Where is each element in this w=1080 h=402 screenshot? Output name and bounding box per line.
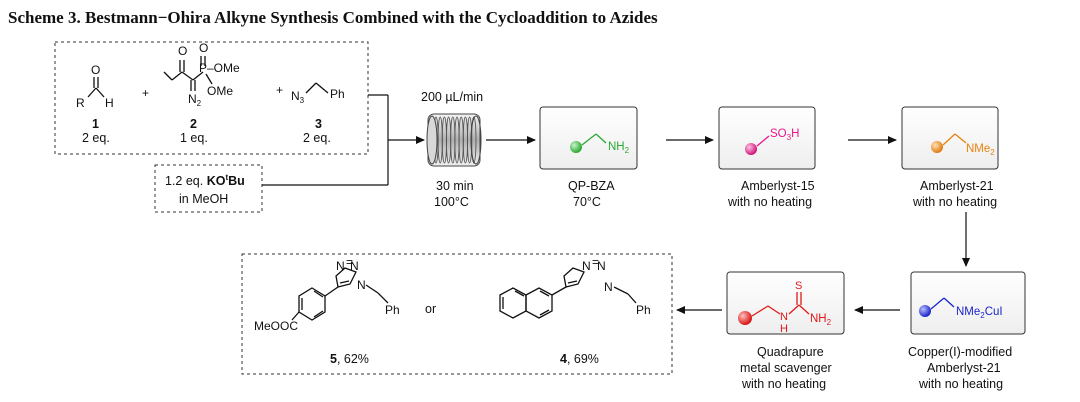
atom-N: N [336, 259, 345, 273]
atom-O: O [91, 63, 100, 77]
plus-sign: + [276, 83, 283, 97]
flow-rate: 200 µL/min [421, 90, 483, 104]
cartridge-condition: with no heating [918, 377, 1003, 391]
atom-H: H [780, 323, 788, 335]
atom-N: N [357, 278, 366, 292]
cartridge-condition: with no heating [741, 377, 826, 391]
compound-number-4: 4, 69% [560, 352, 599, 366]
cartridge-amberlyst-21: NMe2 Amberlyst-21 with no heating [901, 106, 999, 209]
amine-group: NH2 [608, 141, 630, 155]
reactants-box [54, 41, 369, 155]
reactor-time: 30 min [436, 179, 474, 193]
products-box [241, 253, 673, 375]
base-solvent: in MeOH [179, 192, 228, 206]
reactant-aldehyde: O R H 1 2 eq. [76, 63, 114, 145]
atom-N: N [582, 259, 591, 273]
base-box [154, 164, 263, 213]
atom-OMe: OMe [207, 84, 233, 98]
thiourea-amine: NH2 [810, 313, 832, 327]
base-reagent: 1.2 eq. KOtBu [165, 173, 245, 188]
cartridge-condition: with no heating [727, 195, 812, 209]
diazo-group: N2 [188, 92, 202, 108]
atom-R: R [76, 96, 85, 110]
atom-Ph: Ph [636, 303, 651, 317]
compound-number-3: 3 [315, 117, 322, 131]
azide-group: N3 [291, 89, 305, 105]
equiv-1: 2 eq. [82, 131, 110, 145]
resin-bead [931, 141, 943, 153]
atom-N: N [597, 259, 606, 273]
cartridge-condition: 70°C [573, 195, 601, 209]
plus-sign: + [142, 86, 149, 100]
scheme-title: Scheme 3. Bestmann−Ohira Alkyne Synthesi… [8, 8, 658, 27]
compound-number-1: 1 [92, 117, 99, 131]
equiv-2: 1 eq. [180, 131, 208, 145]
double-bond: = [592, 255, 599, 269]
reactor-temp: 100°C [434, 195, 469, 209]
cartridge-name-line2: Amberlyst-21 [927, 361, 1001, 375]
cartridge-name: QP-BZA [568, 179, 615, 193]
cartridge-qp-bza: NH2 QP-BZA 70°C [539, 106, 638, 209]
reactant-benzyl-azide: N3 Ph 3 2 eq. [291, 82, 345, 145]
ester-group: MeOOC [254, 319, 298, 333]
atom-O: O [178, 44, 187, 58]
atom-Ph: Ph [385, 303, 400, 317]
atom-N: N [780, 311, 788, 323]
atom-N: N [350, 259, 359, 273]
copper-amine-group: NMe2CuI [956, 306, 1003, 320]
double-bond: = [346, 255, 353, 269]
coil-winding [471, 116, 477, 164]
sulfonic-acid-group: SO3H [770, 128, 799, 142]
atom-OMe: –OMe [207, 61, 240, 75]
atom-O: O [199, 41, 208, 55]
cartridge-name: Amberlyst-15 [741, 179, 815, 193]
or-label: or [425, 302, 436, 316]
cartridge-quadrapure: S N H NH2 Quadrapure metal scavenger wit… [726, 271, 845, 391]
product-4: N N = N Ph 4, 69% [499, 255, 651, 366]
cartridge-name: Copper(I)-modified [908, 345, 1012, 359]
coil-reactor [426, 113, 482, 167]
resin-bead [745, 143, 757, 155]
compound-number-2: 2 [190, 117, 197, 131]
cartridge-name: Amberlyst-21 [920, 179, 994, 193]
atom-H: H [105, 96, 114, 110]
equiv-3: 2 eq. [303, 131, 331, 145]
atom-N: N [604, 280, 613, 294]
product-5: MeOOC N N = N Ph 5, 62% [254, 255, 400, 366]
reactant-bestmann-ohira: O O P –OMe OMe N2 2 1 eq. [163, 41, 240, 145]
resin-bead [570, 141, 582, 153]
atom-P: P [199, 61, 207, 75]
dimethylamine-group: NMe2 [966, 143, 995, 157]
resin-bead [738, 311, 752, 325]
atom-Ph: Ph [330, 87, 345, 101]
cartridge-name: Quadrapure [757, 345, 824, 359]
resin-bead [919, 305, 931, 317]
compound-number-5: 5, 62% [330, 352, 369, 366]
cartridge-name-line2: metal scavenger [740, 361, 832, 375]
atom-S: S [795, 280, 802, 292]
cartridge-condition: with no heating [912, 195, 997, 209]
cartridge-amberlyst-15: SO3H Amberlyst-15 with no heating [718, 106, 816, 209]
cartridge-copper-amberlyst: NMe2CuI Copper(I)-modified Amberlyst-21 … [908, 271, 1026, 391]
